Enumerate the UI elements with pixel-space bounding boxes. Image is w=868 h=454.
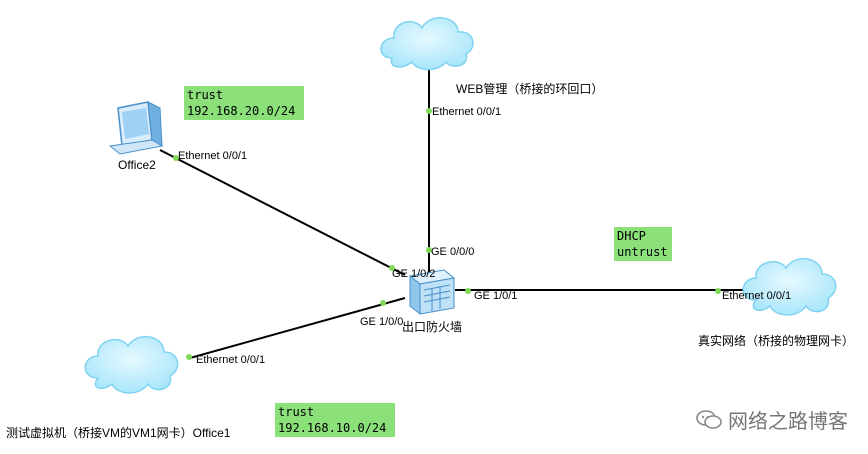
port-dot-fw-right [465,288,471,294]
office1-zone-subnet: 192.168.10.0/24 [278,421,387,435]
port-dot-office2 [173,155,179,161]
dhcp-zone-name: untrust [617,245,668,259]
web-cloud-icon[interactable] [380,17,474,71]
vm-cloud-label: 测试虚拟机（桥接VM的VM1网卡）Office1 [6,426,231,440]
firewall-icon[interactable] [408,269,456,316]
port-dot-real [715,288,721,294]
office1-zone-name: trust [278,405,315,419]
web-port-label: Ethernet 0/0/1 [432,106,502,118]
vm-port-label: Ethernet 0/0/1 [196,354,266,366]
office2-label: Office2 [118,158,156,172]
port-dot-web [426,108,432,114]
dhcp-zone-mode: DHCP [617,229,646,243]
office2-zone-box: trust 192.168.20.0/24 [184,86,304,120]
office2-port-label: Ethernet 0/0/1 [178,150,248,162]
firewall-port-left-top-label: GE 1/0/2 [392,268,436,280]
vm-cloud-icon[interactable] [84,335,179,394]
firewall-port-left-label: GE 1/0/0 [360,316,404,328]
firewall-port-top-label: GE 0/0/0 [431,246,475,258]
office1-zone-box: trust 192.168.10.0/24 [275,403,395,437]
office2-zone-subnet: 192.168.20.0/24 [187,104,296,118]
real-network-port-label: Ethernet 0/0/1 [722,290,792,302]
watermark-text: 网络之路博客 [728,409,848,433]
real-network-label: 真实网络（桥接的物理网卡） [698,334,855,348]
office2-pc-icon[interactable] [108,101,164,155]
office2-zone-name: trust [187,88,224,102]
port-dot-fw-left [380,300,386,306]
port-dot-fw-top [426,247,432,253]
link-office2-firewall [159,149,406,276]
wechat-icon [696,409,722,429]
web-cloud-label: WEB管理（桥接的环回口） [456,82,604,96]
real-network-cloud-icon[interactable] [742,257,837,316]
port-dot-vm [186,354,192,360]
watermark: 网络之路博客 [696,405,848,434]
firewall-port-right-label: GE 1/0/1 [474,290,518,302]
dhcp-zone-box: DHCP untrust [614,227,672,261]
link-vm-firewall [189,297,406,359]
firewall-label: 出口防火墙 [402,320,463,334]
port-dot-fw-left-top [389,265,395,271]
